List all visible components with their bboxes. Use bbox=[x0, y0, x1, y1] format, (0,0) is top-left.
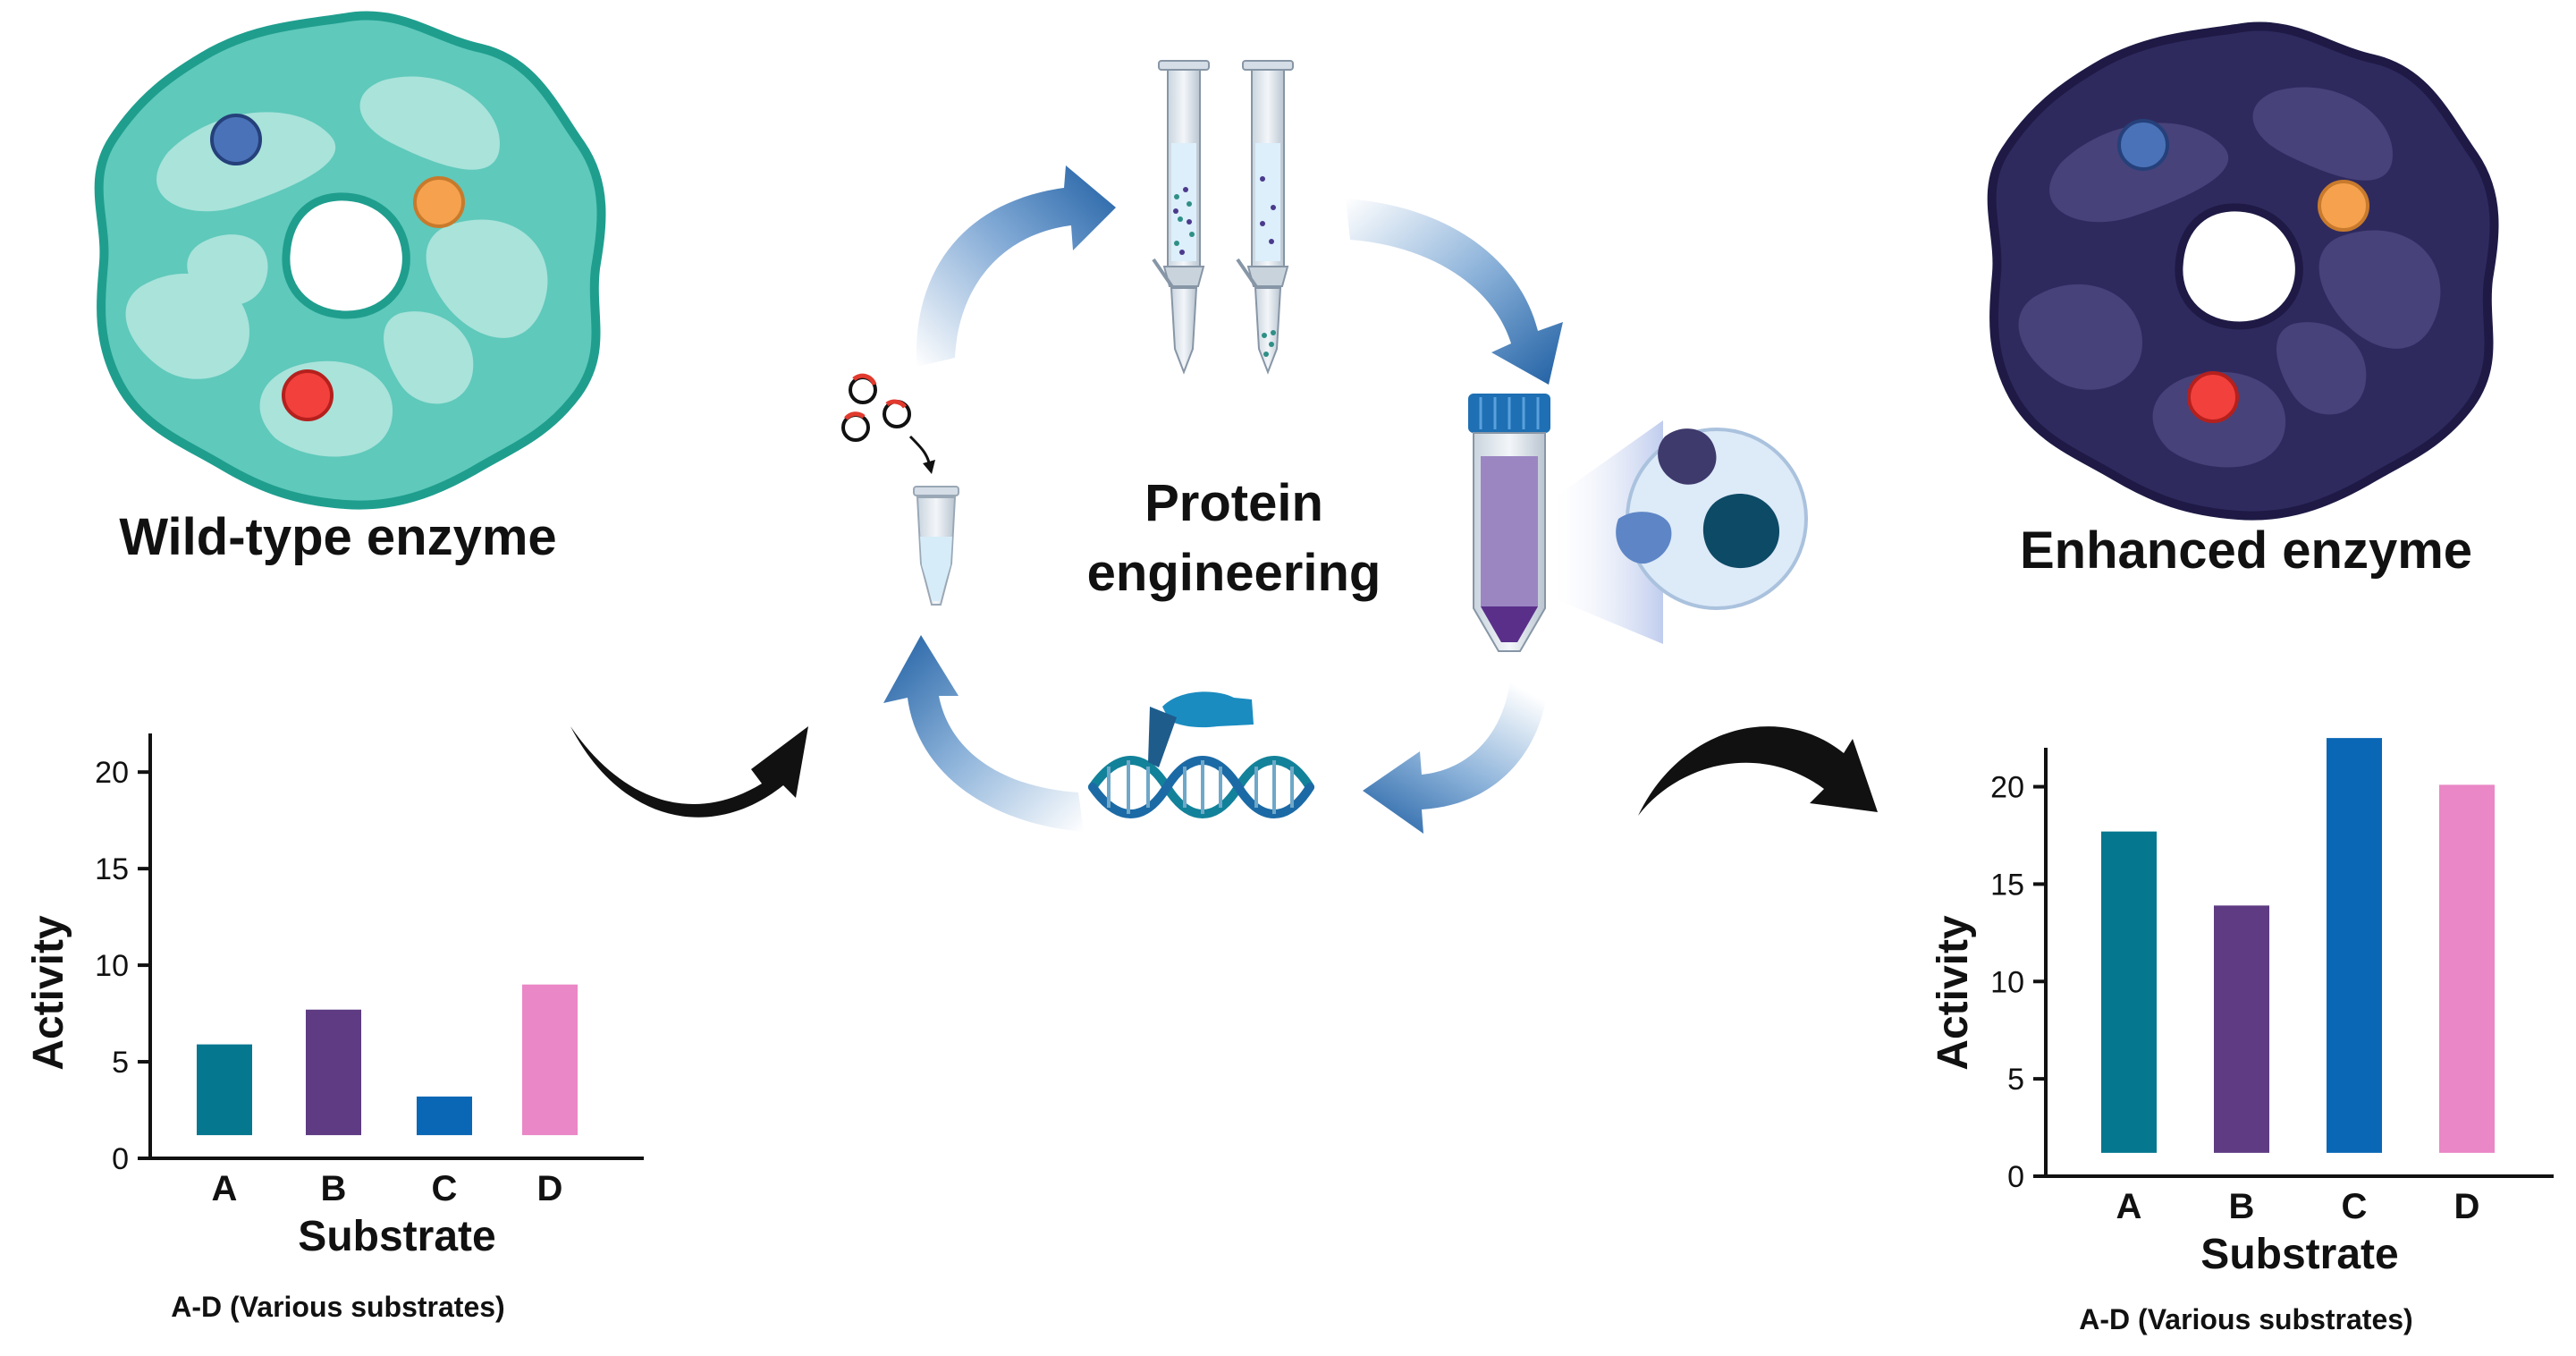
bar-A bbox=[197, 1044, 252, 1136]
bar-C bbox=[2327, 738, 2382, 1153]
y-tick-label: 0 bbox=[2007, 1160, 2024, 1194]
cycle-arrow-to-design bbox=[1363, 662, 1550, 834]
x-axis-label: Substrate bbox=[2200, 1231, 2398, 1278]
wildtype-enzyme-texture bbox=[125, 76, 548, 457]
bar-A bbox=[2101, 831, 2157, 1153]
bar-D bbox=[2439, 784, 2495, 1153]
y-axis-label: Activity bbox=[1930, 915, 1977, 1071]
category-label: B bbox=[2229, 1187, 2255, 1226]
wildtype-site-orange bbox=[413, 176, 465, 228]
enhanced-site-blue bbox=[2117, 119, 2169, 171]
enhanced-enzyme bbox=[1987, 21, 2499, 521]
y-tick-label: 0 bbox=[112, 1142, 129, 1176]
bar-D bbox=[522, 984, 578, 1136]
wildtype-enzyme-pore bbox=[282, 192, 410, 319]
enhanced-enzyme-texture bbox=[2018, 87, 2441, 468]
wildtype-site-blue bbox=[210, 114, 262, 165]
bar-B bbox=[306, 1009, 361, 1136]
microtube-icon bbox=[913, 486, 959, 606]
category-label: C bbox=[432, 1169, 458, 1208]
y-tick-label: 15 bbox=[95, 852, 129, 886]
falcon-tube-icon bbox=[1468, 394, 1808, 652]
center-title-line2: engineering bbox=[1087, 544, 1381, 602]
category-label: A bbox=[2116, 1187, 2142, 1226]
y-tick-label: 20 bbox=[1990, 771, 2024, 805]
y-axis-label: Activity bbox=[25, 915, 72, 1071]
y-tick-label: 5 bbox=[112, 1046, 129, 1080]
dna-design-icon bbox=[1088, 691, 1314, 818]
center-title-line1: Protein bbox=[1144, 474, 1323, 532]
bar-C bbox=[417, 1096, 472, 1136]
wildtype-enzyme bbox=[94, 11, 606, 510]
plasmid-icon bbox=[841, 373, 935, 474]
y-tick-label: 10 bbox=[1990, 965, 2024, 999]
y-tick-label: 5 bbox=[2007, 1063, 2024, 1097]
wildtype-site-red bbox=[282, 369, 334, 421]
chart-caption: A-D (Various substrates) bbox=[2079, 1303, 2412, 1335]
y-tick-label: 20 bbox=[95, 756, 129, 790]
enhanced-enzyme-label: Enhanced enzyme bbox=[2020, 521, 2472, 580]
cycle-arrow-to-purification bbox=[916, 165, 1116, 367]
enhanced-site-red bbox=[2187, 371, 2239, 423]
category-label: A bbox=[212, 1169, 238, 1208]
chart-caption: A-D (Various substrates) bbox=[171, 1291, 504, 1323]
enhanced-enzyme-pore bbox=[2175, 203, 2303, 330]
cycle-arrow-to-mutagenesis bbox=[883, 635, 1084, 832]
x-axis-label: Substrate bbox=[298, 1213, 495, 1260]
category-label: C bbox=[2342, 1187, 2368, 1226]
black-arrow-left bbox=[570, 726, 808, 818]
enhanced-site-orange bbox=[2318, 180, 2369, 232]
category-label: D bbox=[2454, 1187, 2480, 1226]
black-arrow-right bbox=[1638, 726, 1878, 816]
cycle-arrow-to-expression bbox=[1346, 199, 1563, 385]
spin-column-icon bbox=[1152, 60, 1294, 375]
category-label: D bbox=[537, 1169, 563, 1208]
wildtype-enzyme-label: Wild-type enzyme bbox=[119, 508, 556, 566]
bar-B bbox=[2214, 905, 2269, 1153]
category-label: B bbox=[321, 1169, 347, 1208]
y-tick-label: 15 bbox=[1990, 868, 2024, 902]
y-tick-label: 10 bbox=[95, 949, 129, 983]
